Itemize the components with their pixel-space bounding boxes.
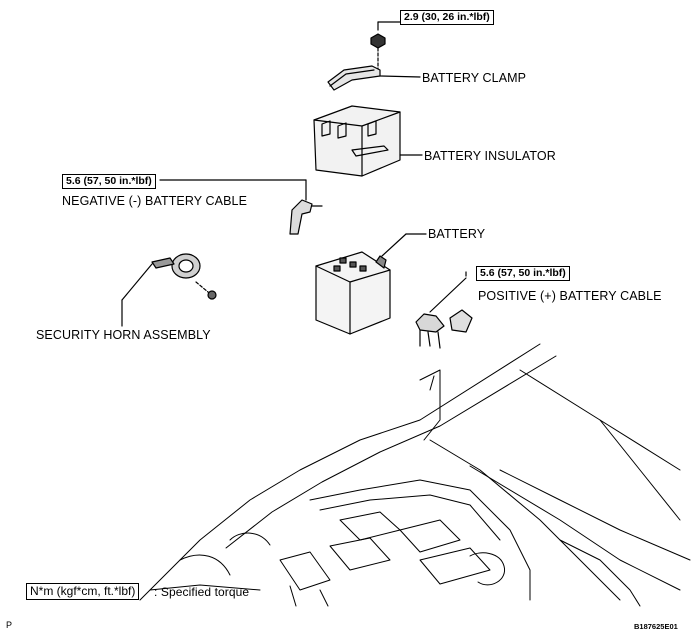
page-marker: P — [6, 620, 13, 630]
clamp-torque-spec: 2.9 (30, 26 in.*lbf) — [400, 10, 494, 25]
negative-cable-label: NEGATIVE (-) BATTERY CABLE — [62, 194, 248, 208]
positive-cable-label: POSITIVE (+) BATTERY CABLE — [478, 289, 662, 303]
clamp-nut-icon — [370, 21, 401, 73]
engine-bay-illustration — [139, 343, 691, 607]
battery-clamp-icon — [327, 65, 421, 91]
negative-cable-icon — [159, 179, 323, 235]
security-horn-label: SECURITY HORN ASSEMBLY — [36, 328, 211, 342]
battery-clamp-label: BATTERY CLAMP — [422, 71, 527, 85]
negative-cable-torque-spec: 5.6 (57, 50 in.*lbf) — [62, 174, 156, 189]
battery-label: BATTERY — [428, 227, 486, 241]
security-horn-icon — [121, 253, 217, 327]
positive-cable-icon — [415, 271, 473, 349]
torque-legend-description: : Specified torque — [154, 585, 250, 599]
figure-code: B187625E01 — [634, 622, 678, 631]
battery-insulator-icon — [313, 105, 423, 177]
torque-unit-legend: N*m (kgf*cm, ft.*lbf) — [26, 583, 140, 600]
battery-insulator-label: BATTERY INSULATOR — [424, 149, 556, 163]
battery-icon — [315, 233, 427, 335]
positive-cable-torque-spec: 5.6 (57, 50 in.*lbf) — [476, 266, 570, 281]
